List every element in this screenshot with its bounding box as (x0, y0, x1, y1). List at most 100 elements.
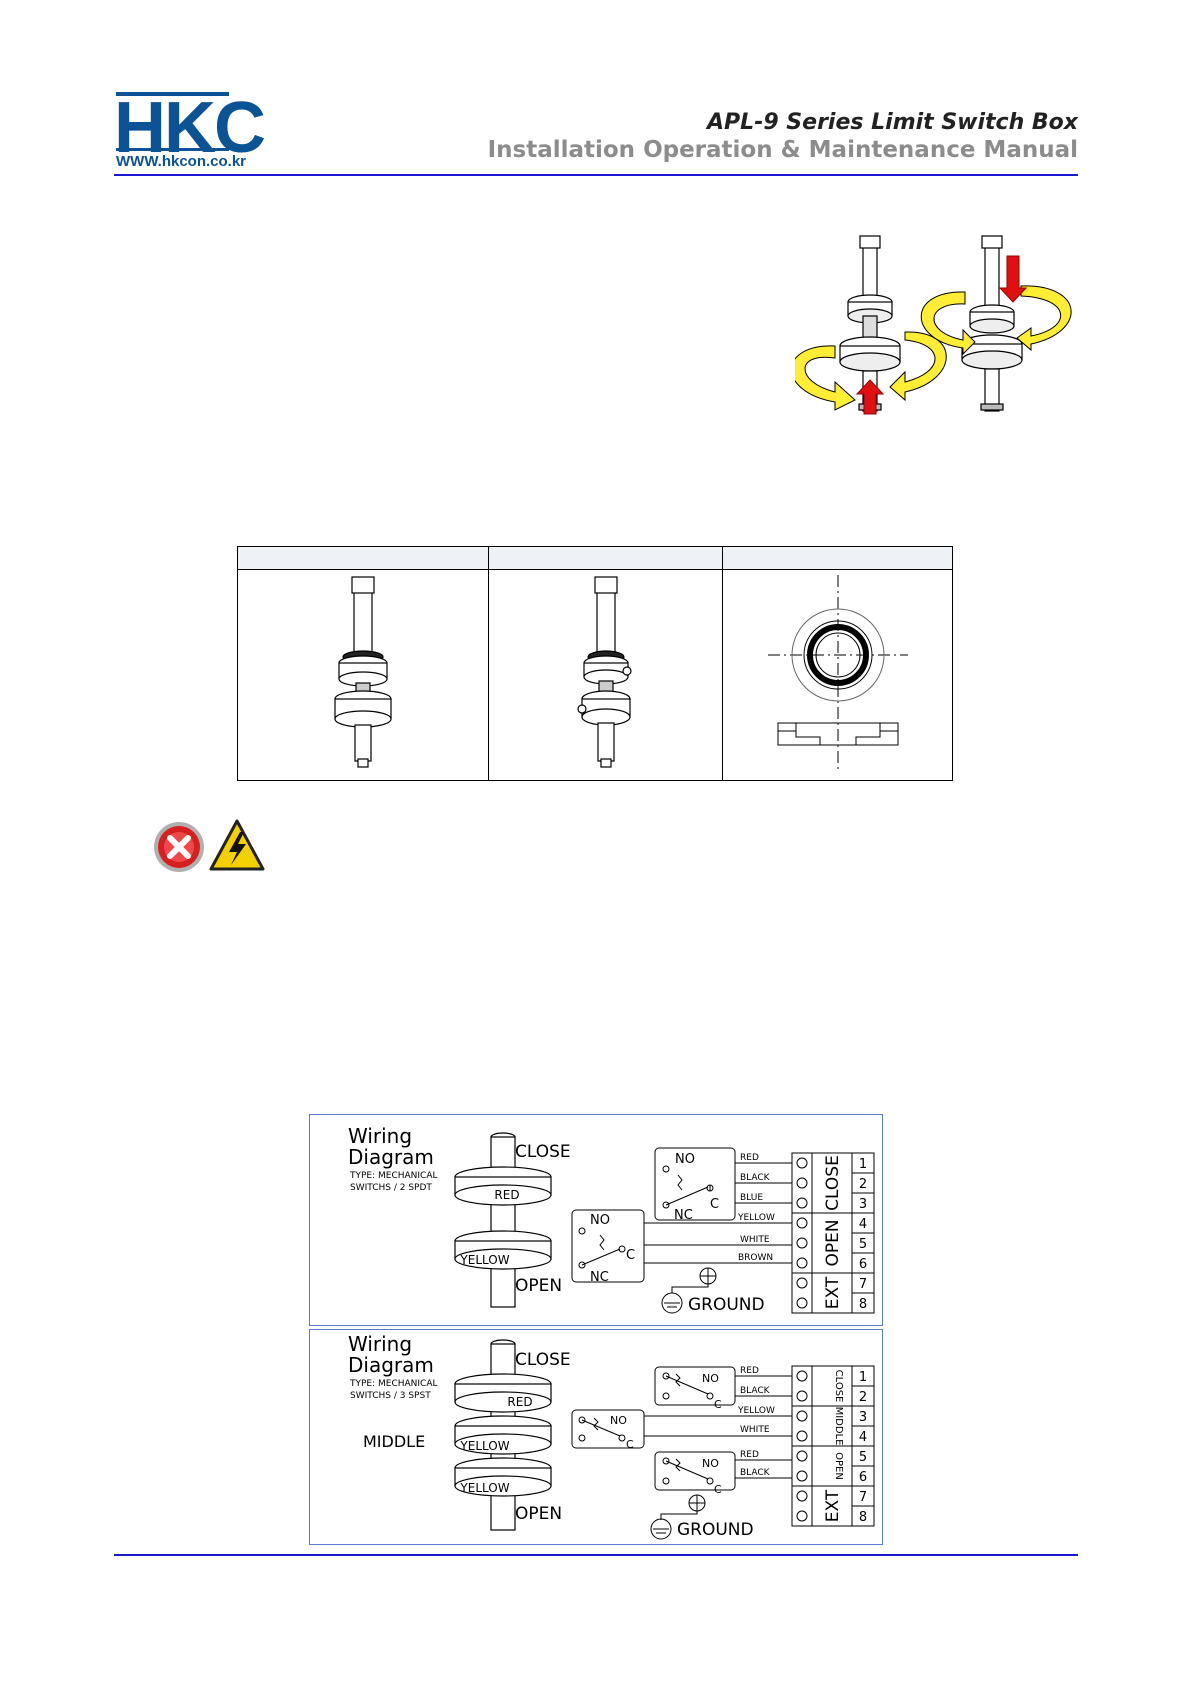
switch-c-label: C (714, 1483, 722, 1496)
table-cell (488, 569, 723, 781)
switch-type: TYPE: MECHANICAL (349, 1171, 438, 1181)
terminal-number: 7 (859, 1277, 867, 1292)
cam-red-label: RED (494, 1188, 519, 1202)
wiring-diagram-3spst: Wiring Diagram TYPE: MECHANICAL SWITCHS … (309, 1329, 883, 1545)
cam-cross-section-drawing (767, 574, 908, 771)
terminal-block (791, 1365, 875, 1527)
terminal-number: 4 (859, 1217, 867, 1232)
terminal-number: 5 (859, 1450, 867, 1465)
switch-no-label: NO (702, 1457, 719, 1470)
terminal-group-label: OPEN (823, 1219, 843, 1266)
table-row (237, 569, 953, 781)
shaft-assembly-right (961, 235, 1023, 412)
middle-switch (571, 1409, 792, 1449)
wire-label: WHITE (740, 1425, 770, 1435)
wire-label: RED (740, 1450, 759, 1460)
wire-label: RED (740, 1366, 759, 1376)
cam-types-table (237, 546, 953, 781)
wire-label: RED (740, 1153, 759, 1163)
terminal-group-label: OPEN (833, 1452, 844, 1480)
switch-no-label: NO (702, 1372, 719, 1385)
ground-icon (661, 1267, 717, 1314)
terminal-number: 7 (859, 1490, 867, 1505)
rotate-arrow-icon (795, 345, 856, 411)
terminal-number: 6 (859, 1257, 867, 1272)
switch-type: SWITCHS / 3 SPST (350, 1391, 431, 1401)
terminal-number: 3 (859, 1410, 867, 1425)
wiring-diagram-2spdt: Wiring Diagram TYPE: MECHANICAL SWITCHS … (309, 1114, 883, 1326)
terminal-number: 1 (859, 1370, 867, 1385)
terminal-block (791, 1152, 875, 1314)
splined-shaft-drawing (334, 575, 392, 768)
cam-middle-label: MIDDLE (363, 1432, 425, 1451)
diagram-title: Diagram (348, 1145, 434, 1169)
terminal-number: 1 (859, 1157, 867, 1172)
table-cell (237, 569, 489, 781)
logo-rule (116, 148, 229, 151)
terminal-number: 5 (859, 1237, 867, 1252)
cam-close-label: CLOSE (515, 1142, 571, 1162)
cam-yellow-label: YELLOW (459, 1481, 509, 1495)
logo-rule (116, 92, 229, 96)
terminal-number: 2 (859, 1177, 867, 1192)
cam-yellow-label: YELLOW (459, 1439, 509, 1453)
terminal-number: 4 (859, 1430, 867, 1445)
switch-no-label: NO (675, 1152, 695, 1167)
terminal-group-label: MIDDLE (833, 1407, 844, 1446)
switch-c-label: C (626, 1438, 634, 1451)
switch-nc-label: NC (674, 1208, 693, 1223)
wire-label: YELLOW (737, 1213, 775, 1223)
switch-c-label: C (714, 1398, 722, 1411)
cam-open-label: OPEN (515, 1276, 562, 1296)
wire-label: YELLOW (737, 1406, 775, 1416)
terminal-group-label: CLOSE (823, 1155, 843, 1211)
terminal-group-label: EXT (823, 1276, 843, 1309)
cam-open-label: OPEN (515, 1504, 562, 1524)
company-website[interactable]: WWW.hkcon.co.kr (116, 153, 247, 170)
terminal-group-label: EXT (823, 1489, 843, 1522)
wire-label: BROWN (738, 1253, 773, 1263)
rotate-arrow-icon (920, 291, 976, 356)
table-header-row (237, 546, 953, 570)
switch-c-label: C (626, 1248, 635, 1263)
ground-icon (650, 1494, 706, 1540)
diagram-title: Wiring (348, 1332, 412, 1356)
wire-label: BLACK (740, 1386, 771, 1396)
switch-c-label: C (710, 1197, 719, 1212)
document-subtitle: Installation Operation & Maintenance Man… (487, 137, 1078, 163)
close-switch (654, 1366, 792, 1406)
terminal-number: 3 (859, 1197, 867, 1212)
prohibition-icon (154, 822, 204, 872)
switch-type: TYPE: MECHANICAL (349, 1379, 438, 1389)
cam-close-label: CLOSE (515, 1350, 571, 1370)
cam-red-label: RED (507, 1395, 532, 1409)
ground-label: GROUND (677, 1520, 754, 1540)
set-screw-shaft-drawing (576, 575, 632, 768)
table-header-cell (488, 546, 723, 570)
terminal-number: 8 (859, 1297, 867, 1312)
diagram-title: Diagram (348, 1353, 434, 1377)
cam-adjustment-illustration (795, 235, 1072, 415)
switch-nc-label: NC (590, 1270, 609, 1285)
wire-label: BLACK (740, 1468, 771, 1478)
document-title: APL-9 Series Limit Switch Box (707, 110, 1078, 135)
wiring-diagram-2spdt-drawing: Wiring Diagram TYPE: MECHANICAL SWITCHS … (348, 1124, 875, 1315)
table-header-cell (722, 546, 953, 570)
close-switch (654, 1147, 792, 1221)
ground-label: GROUND (688, 1295, 765, 1315)
arrow-down-icon (998, 255, 1028, 303)
wire-label: BLACK (740, 1173, 771, 1183)
wire-label: BLUE (740, 1193, 763, 1203)
terminal-group-label: CLOSE (833, 1370, 844, 1403)
wiring-diagram-3spst-drawing: Wiring Diagram TYPE: MECHANICAL SWITCHS … (348, 1332, 875, 1540)
wire-label: WHITE (740, 1235, 770, 1245)
cam-stack (454, 1339, 552, 1531)
open-switch (571, 1209, 792, 1283)
table-cell (722, 569, 953, 781)
arrow-up-icon (855, 379, 885, 415)
switch-no-label: NO (590, 1213, 610, 1228)
company-logo: HKC (114, 88, 266, 168)
rotate-arrow-icon (1016, 285, 1072, 352)
terminal-number: 6 (859, 1470, 867, 1485)
switch-no-label: NO (610, 1414, 627, 1427)
